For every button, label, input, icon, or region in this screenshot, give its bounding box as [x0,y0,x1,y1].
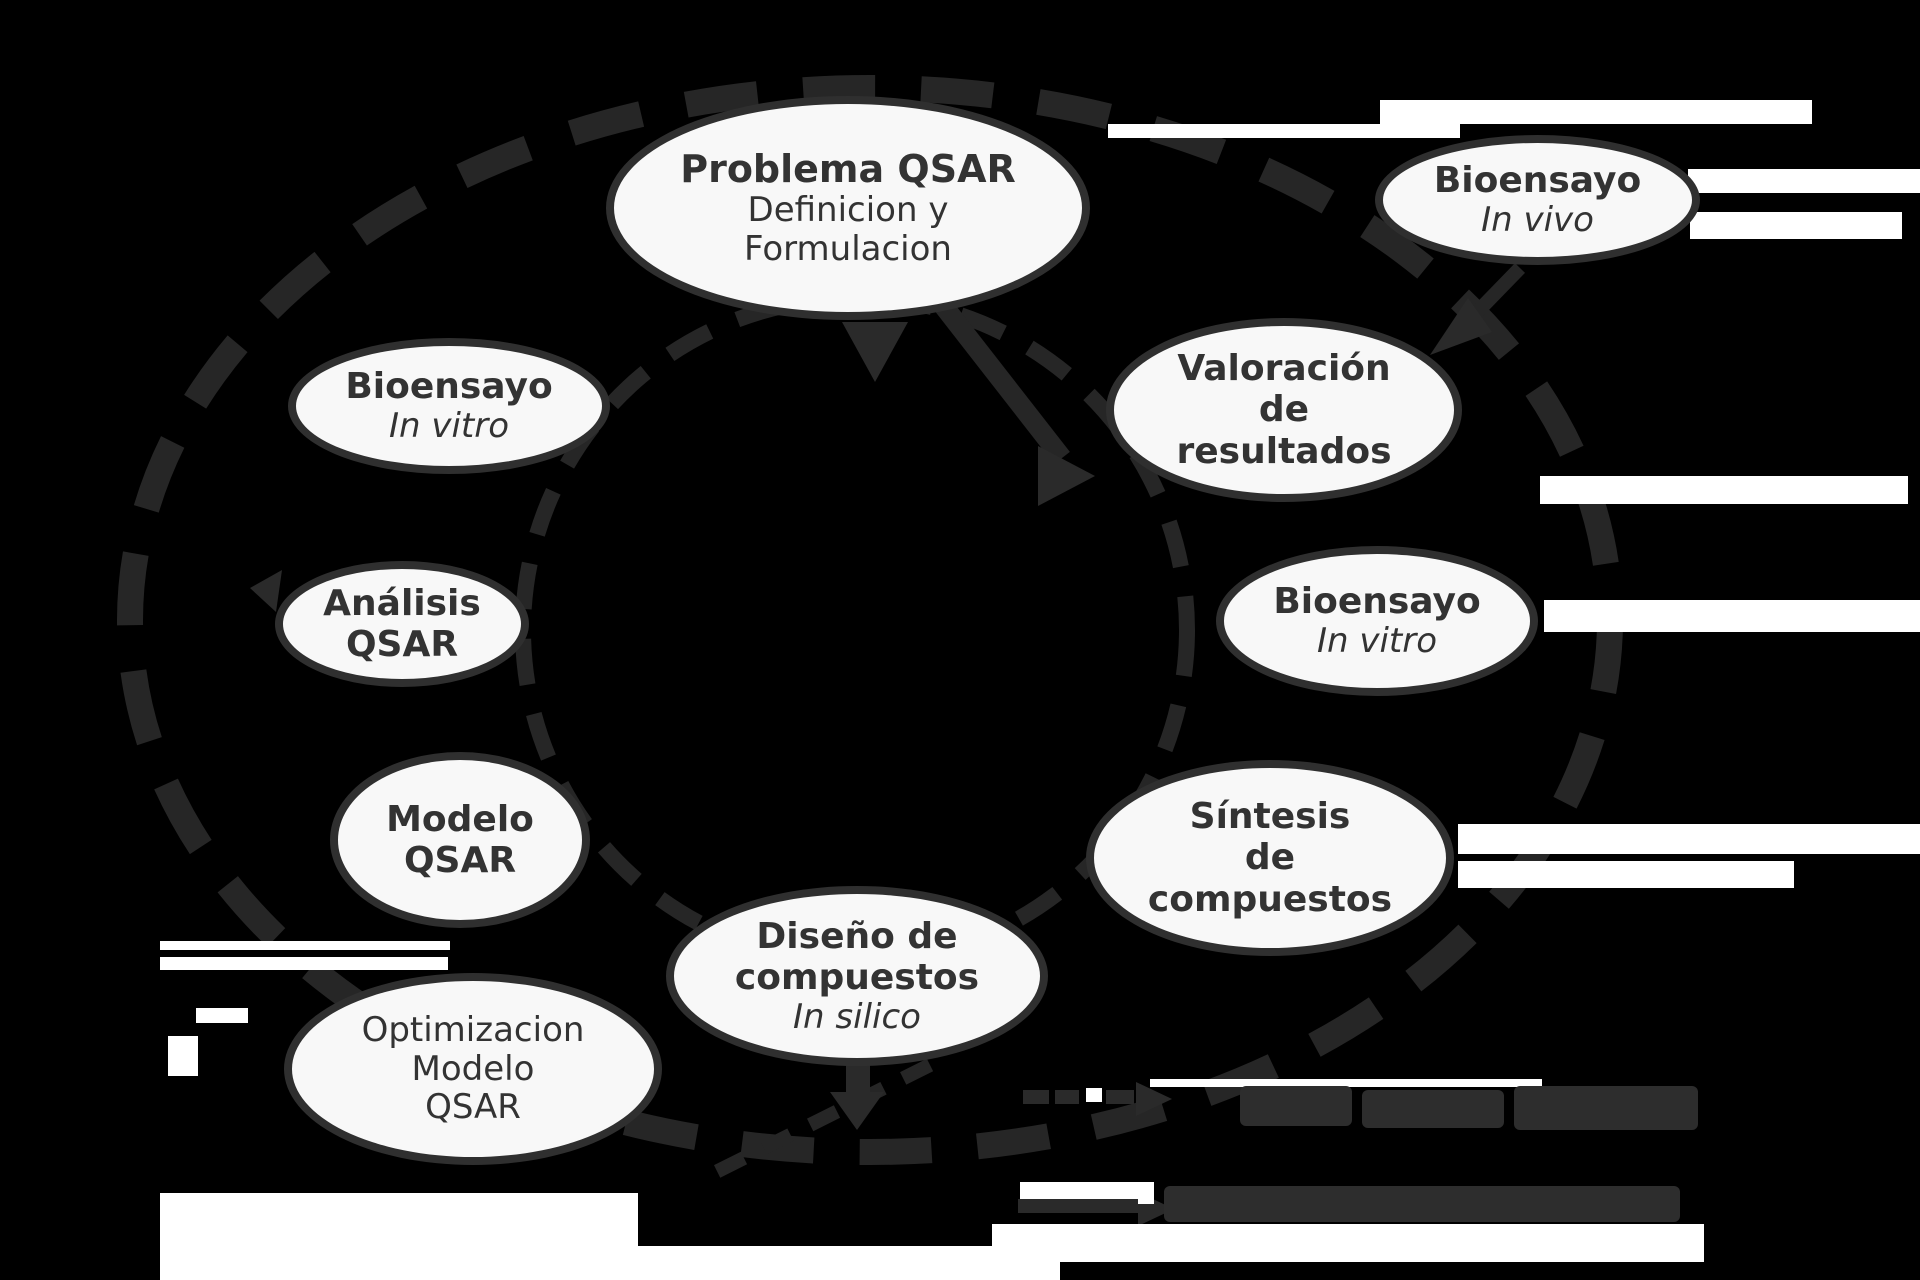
node-label: QSAR [403,840,517,881]
arrow-head-icon [830,1092,884,1130]
legend-solid-arrow-line [1018,1199,1138,1213]
white-stripe [196,1008,248,1023]
node-problema-qsar: Problema QSAR Definicion y Formulacion [606,96,1090,320]
node-label: de [1244,837,1296,879]
white-stripe [1086,1088,1102,1102]
legend-solid-label-blob [1164,1186,1680,1222]
node-analisis-qsar: Análisis QSAR [275,561,529,687]
arrow-head-icon [842,322,908,382]
white-stripe [1544,600,1920,632]
node-label: Análisis [323,582,481,624]
white-stripe [1108,124,1460,138]
white-stripe [1458,824,1920,854]
node-label: Diseño de [756,915,958,957]
node-sintesis-de-compuestos: Síntesis de compuestos [1086,760,1454,956]
node-optimizacion-modelo-qsar: Optimizacion Modelo QSAR [284,973,662,1165]
node-label: de [1258,389,1310,431]
white-stripe [1688,169,1920,193]
node-label: Valoración [1177,348,1391,390]
white-stripe [1150,1079,1542,1087]
white-stripe [160,941,450,950]
node-label: Bioensayo [345,366,553,408]
node-label: Síntesis [1189,796,1351,838]
arrow-head-icon [1038,446,1095,506]
node-label: Formulacion [744,228,952,269]
white-stripe [1540,476,1908,504]
node-label: compuestos [1147,878,1393,920]
node-bioensayo-in-vitro-left: Bioensayo In vitro [288,338,610,474]
legend-dashed-arrow-segment [1055,1090,1079,1104]
white-stripe [168,1036,198,1076]
node-label: QSAR [345,624,459,665]
white-stripe [1020,1182,1154,1204]
legend-dashed-arrow-segment [1023,1090,1049,1104]
legend-dashed-label-blob [1514,1086,1698,1130]
white-stripe [1690,212,1902,239]
connector-diseno-optimizacion [696,1058,934,1187]
node-label: resultados [1176,430,1392,472]
legend-dashed-label-blob [1240,1086,1352,1126]
arrow-head-icon [1430,298,1492,355]
white-stripe [160,1246,1060,1280]
legend-dashed-arrow-head-icon [1136,1082,1172,1116]
node-diseno-de-compuestos: Diseño de compuestos In silico [666,886,1048,1066]
node-label: Modelo [386,798,534,840]
legend-dashed-arrow-segment [1106,1090,1134,1104]
node-label: Bioensayo [1273,581,1481,623]
white-stripe [160,957,448,970]
white-stripe [1380,100,1812,124]
node-label: compuestos [734,956,980,998]
node-bioensayo-in-vivo: Bioensayo In vivo [1375,135,1700,265]
node-valoracion-de-resultados: Valoración de resultados [1106,318,1462,502]
node-label: Modelo [411,1048,535,1089]
node-bioensayo-in-vitro-right: Bioensayo In vitro [1216,546,1538,696]
node-label: Problema QSAR [680,146,1016,191]
connector-problema-valoracion [927,288,1070,465]
arrow-head-icon [250,570,282,612]
node-label: In vitro [1316,621,1438,662]
node-label: In vitro [388,406,510,447]
white-stripe [992,1224,1704,1262]
node-label: In silico [793,996,921,1037]
node-label: Definicion y [747,189,949,230]
node-label: QSAR [425,1087,521,1128]
node-modelo-qsar: Modelo QSAR [330,752,590,928]
node-label: Optimizacion [361,1009,585,1050]
white-stripe [1458,861,1794,888]
legend-dashed-label-blob [1362,1090,1504,1128]
node-label: Bioensayo [1433,160,1642,202]
node-label: In vivo [1481,200,1594,241]
